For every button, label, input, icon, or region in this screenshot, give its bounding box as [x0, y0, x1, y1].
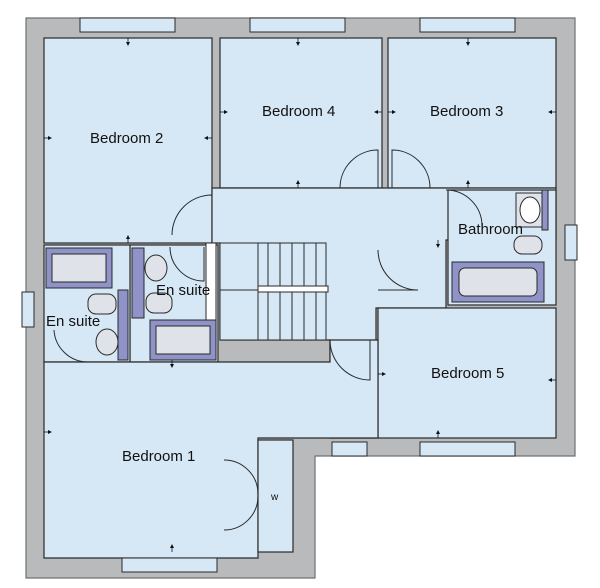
door-bedroom-3	[391, 149, 431, 189]
rooms-layer	[43, 37, 557, 559]
window-bedroom-3	[419, 17, 516, 33]
label-bedroom-2: Bedroom 2	[90, 130, 163, 147]
doors	[53, 149, 483, 531]
window-landing	[331, 441, 368, 457]
room-bedroom-2	[43, 37, 213, 244]
dimension-arrows	[44, 38, 556, 552]
wc-en-suite-left	[87, 293, 117, 315]
door-wardrobe-1	[223, 459, 259, 495]
fixtures	[45, 189, 549, 361]
label-bedroom-5: Bedroom 5	[431, 365, 504, 382]
window-bedroom-2	[79, 17, 176, 33]
door-bedroom-4	[339, 149, 379, 189]
door-bedroom-1	[329, 339, 371, 381]
window-bathroom	[564, 224, 578, 261]
label-bedroom-3: Bedroom 3	[430, 103, 503, 120]
room-bedroom-3	[387, 37, 557, 189]
door-bedroom-5	[377, 249, 419, 291]
window-en-suite	[21, 291, 35, 328]
door-wardrobe-2	[223, 495, 259, 531]
door-bathroom	[445, 189, 483, 227]
label-en-suite-left: En suite	[46, 313, 100, 330]
window-bedroom-5	[419, 441, 516, 457]
label-bedroom-4: Bedroom 4	[262, 103, 335, 120]
label-bathroom: Bathroom	[458, 221, 523, 238]
wardrobe-area	[257, 439, 294, 553]
door-en-suite-left	[53, 329, 89, 363]
door-bedroom-2	[171, 194, 213, 236]
wc-bathroom	[513, 235, 543, 255]
window-bedroom-1	[121, 557, 218, 573]
room-bedroom-5	[377, 307, 557, 439]
label-en-suite-upper: En suite	[156, 282, 210, 299]
label-wardrobe: w	[270, 492, 279, 503]
window-bedroom-4	[249, 17, 346, 33]
staircase	[205, 242, 329, 341]
room-bedroom-1	[43, 339, 379, 559]
door-en-suite-upper	[169, 246, 205, 282]
label-bedroom-1: Bedroom 1	[122, 448, 195, 465]
windows	[21, 17, 578, 573]
wc-en-suite-upper	[145, 292, 173, 314]
